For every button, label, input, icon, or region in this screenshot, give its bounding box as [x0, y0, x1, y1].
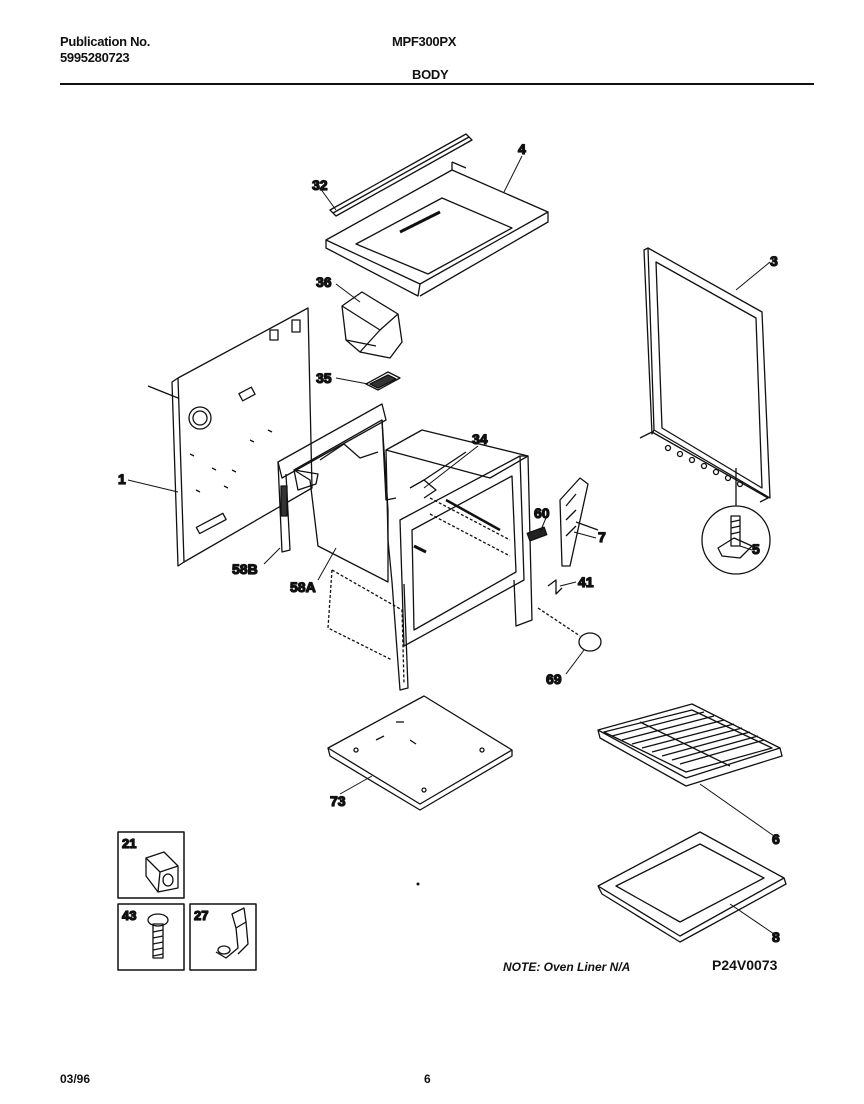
oven-cavity-body — [327, 429, 533, 691]
inset-box-21: 21 — [117, 831, 185, 899]
part-69-hole-plug — [537, 607, 602, 652]
part-3-side-panel — [639, 247, 771, 506]
note-oven-liner: NOTE: Oven Liner N/A — [503, 960, 631, 974]
part-60-hinge-receiver — [526, 526, 548, 542]
footer-date: 03/96 — [60, 1072, 91, 1086]
part-8-broiler-pan — [597, 831, 787, 943]
publication-label: Publication No. — [60, 34, 151, 49]
part-6-oven-rack — [597, 703, 783, 787]
callout-5: 5 — [752, 541, 760, 557]
footer-page-number: 6 — [424, 1072, 431, 1086]
part-36-vent-duct — [341, 291, 403, 359]
inset-label-21: 21 — [122, 836, 136, 851]
publication-number: 5995280723 — [60, 50, 130, 65]
callout-6: 6 — [772, 831, 780, 847]
inset-label-27: 27 — [194, 908, 208, 923]
callout-69: 69 — [546, 671, 562, 687]
header-rule — [60, 83, 814, 85]
part-58b-side-insulation — [277, 403, 387, 553]
model-number: MPF300PX — [392, 34, 457, 49]
callout-58b: 58B — [232, 561, 258, 577]
callout-3: 3 — [770, 253, 778, 269]
callout-4: 4 — [518, 141, 526, 157]
inset-box-27: 27 — [189, 903, 257, 971]
callout-32: 32 — [312, 177, 328, 193]
inset-box-43: 43 — [117, 903, 185, 971]
part-34-bracket — [409, 451, 467, 499]
bracket-clip-icon — [215, 907, 249, 959]
callout-58a: 58A — [290, 579, 316, 595]
callout-34: 34 — [472, 431, 488, 447]
part-41-clip — [547, 579, 563, 595]
part-35-vent-pad — [365, 371, 401, 391]
inset-label-43: 43 — [122, 908, 136, 923]
callout-35: 35 — [316, 370, 332, 386]
callout-8: 8 — [772, 929, 780, 945]
clip-nut-icon — [145, 851, 179, 893]
part-7-door-hinge — [559, 477, 599, 567]
callout-1: 1 — [118, 471, 126, 487]
callout-7: 7 — [598, 529, 606, 545]
part-58a-wrap-insulation — [293, 419, 397, 583]
leader-lines — [127, 155, 775, 935]
part-1-back-panel — [147, 307, 313, 567]
part-73-bottom-panel — [327, 695, 513, 811]
part-4-top-frame — [325, 161, 549, 297]
drawing-code: P24V0073 — [712, 957, 778, 973]
part-5-leveling-leg — [701, 505, 771, 575]
callout-60: 60 — [534, 505, 550, 521]
callout-41: 41 — [578, 574, 594, 590]
section-title: BODY — [412, 67, 449, 82]
part-32-trim-strip — [329, 133, 473, 217]
callout-73: 73 — [330, 793, 346, 809]
stray-dot — [416, 882, 420, 886]
callout-36: 36 — [316, 274, 332, 290]
screw-icon — [147, 913, 169, 959]
